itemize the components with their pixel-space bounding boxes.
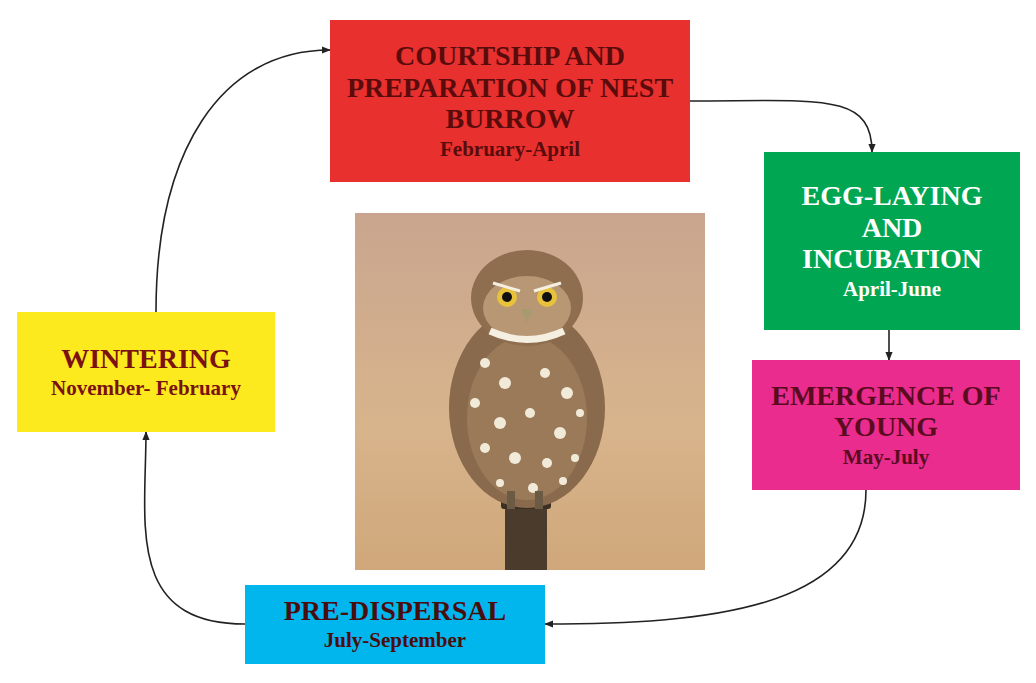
incubation-box: EGG-LAYING AND INCUBATIONApril-June (764, 152, 1020, 330)
courtship-box: COURTSHIP AND PREPARATION OF NEST BURROW… (330, 20, 690, 182)
stage-title: EMERGENCE OF YOUNG (766, 380, 1006, 443)
stage-title: COURTSHIP AND PREPARATION OF NEST BURROW (344, 40, 676, 135)
stage-months: July-September (259, 628, 531, 653)
emergence-box: EMERGENCE OF YOUNGMay-July (752, 360, 1020, 490)
cycle-arrow (888, 330, 890, 360)
stage-months: April-June (778, 277, 1006, 302)
cycle-arrow (145, 432, 245, 624)
stage-title: WINTERING (31, 343, 261, 375)
stage-months: February-April (344, 137, 676, 162)
cycle-arrow (156, 50, 330, 312)
stage-months: November- February (31, 376, 261, 401)
stage-title: EGG-LAYING AND INCUBATION (778, 180, 1006, 275)
cycle-arrow (690, 101, 872, 152)
stage-title: PRE-DISPERSAL (259, 595, 531, 627)
stage-months: May-July (766, 445, 1006, 470)
owl-photo (355, 213, 705, 570)
dispersal-box: PRE-DISPERSALJuly-September (245, 585, 545, 664)
wintering-box: WINTERINGNovember- February (17, 312, 275, 432)
